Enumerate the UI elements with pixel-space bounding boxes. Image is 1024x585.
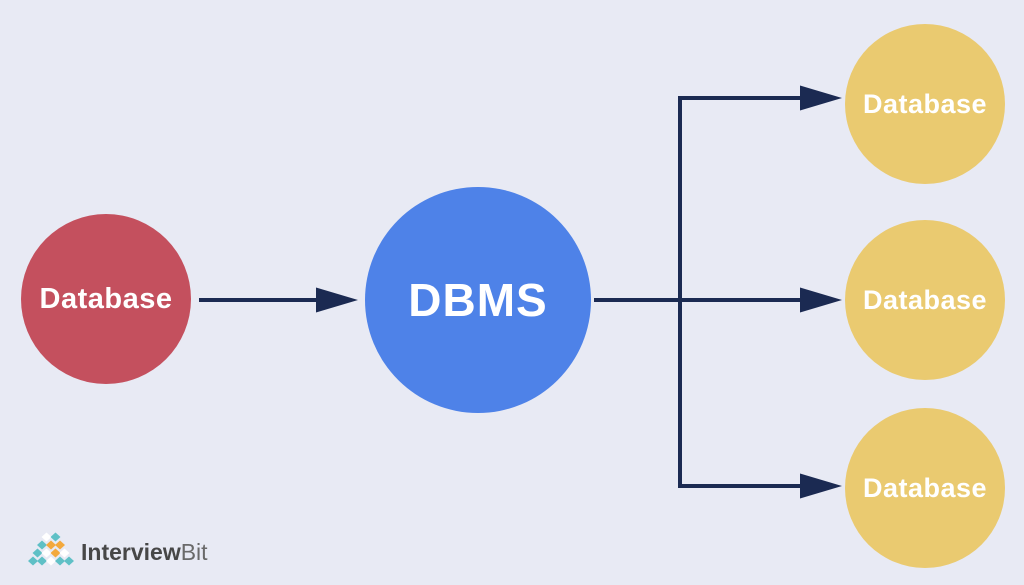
- interviewbit-logo: InterviewBit: [22, 530, 208, 574]
- arrowhead-icon: [800, 473, 842, 499]
- node-database-source: Database: [21, 214, 191, 384]
- arrow-branch-to-top: [678, 85, 842, 111]
- arrowhead-icon: [800, 287, 842, 313]
- arrow-source-to-dbms: [199, 287, 358, 313]
- node-dbms: DBMS: [365, 187, 591, 413]
- node-database-source-label: Database: [39, 282, 173, 315]
- arrowhead-icon: [316, 287, 358, 313]
- interviewbit-logo-text: InterviewBit: [81, 538, 208, 565]
- interviewbit-pyramid-icon: [28, 532, 74, 566]
- node-database-target-middle: Database: [845, 220, 1005, 380]
- arrow-branch-to-bottom: [678, 473, 842, 499]
- node-dbms-label: DBMS: [408, 274, 548, 326]
- node-database-target-top: Database: [845, 24, 1005, 184]
- node-database-target-top-label: Database: [862, 88, 988, 119]
- logo-text-interview: Interview: [81, 538, 181, 565]
- node-database-target-middle-label: Database: [862, 284, 988, 315]
- logo-text-bit: Bit: [180, 538, 208, 565]
- node-database-target-bottom: Database: [845, 408, 1005, 568]
- arrowhead-icon: [800, 85, 842, 111]
- node-database-target-bottom-label: Database: [862, 472, 988, 503]
- arrow-dbms-to-middle: [594, 287, 842, 313]
